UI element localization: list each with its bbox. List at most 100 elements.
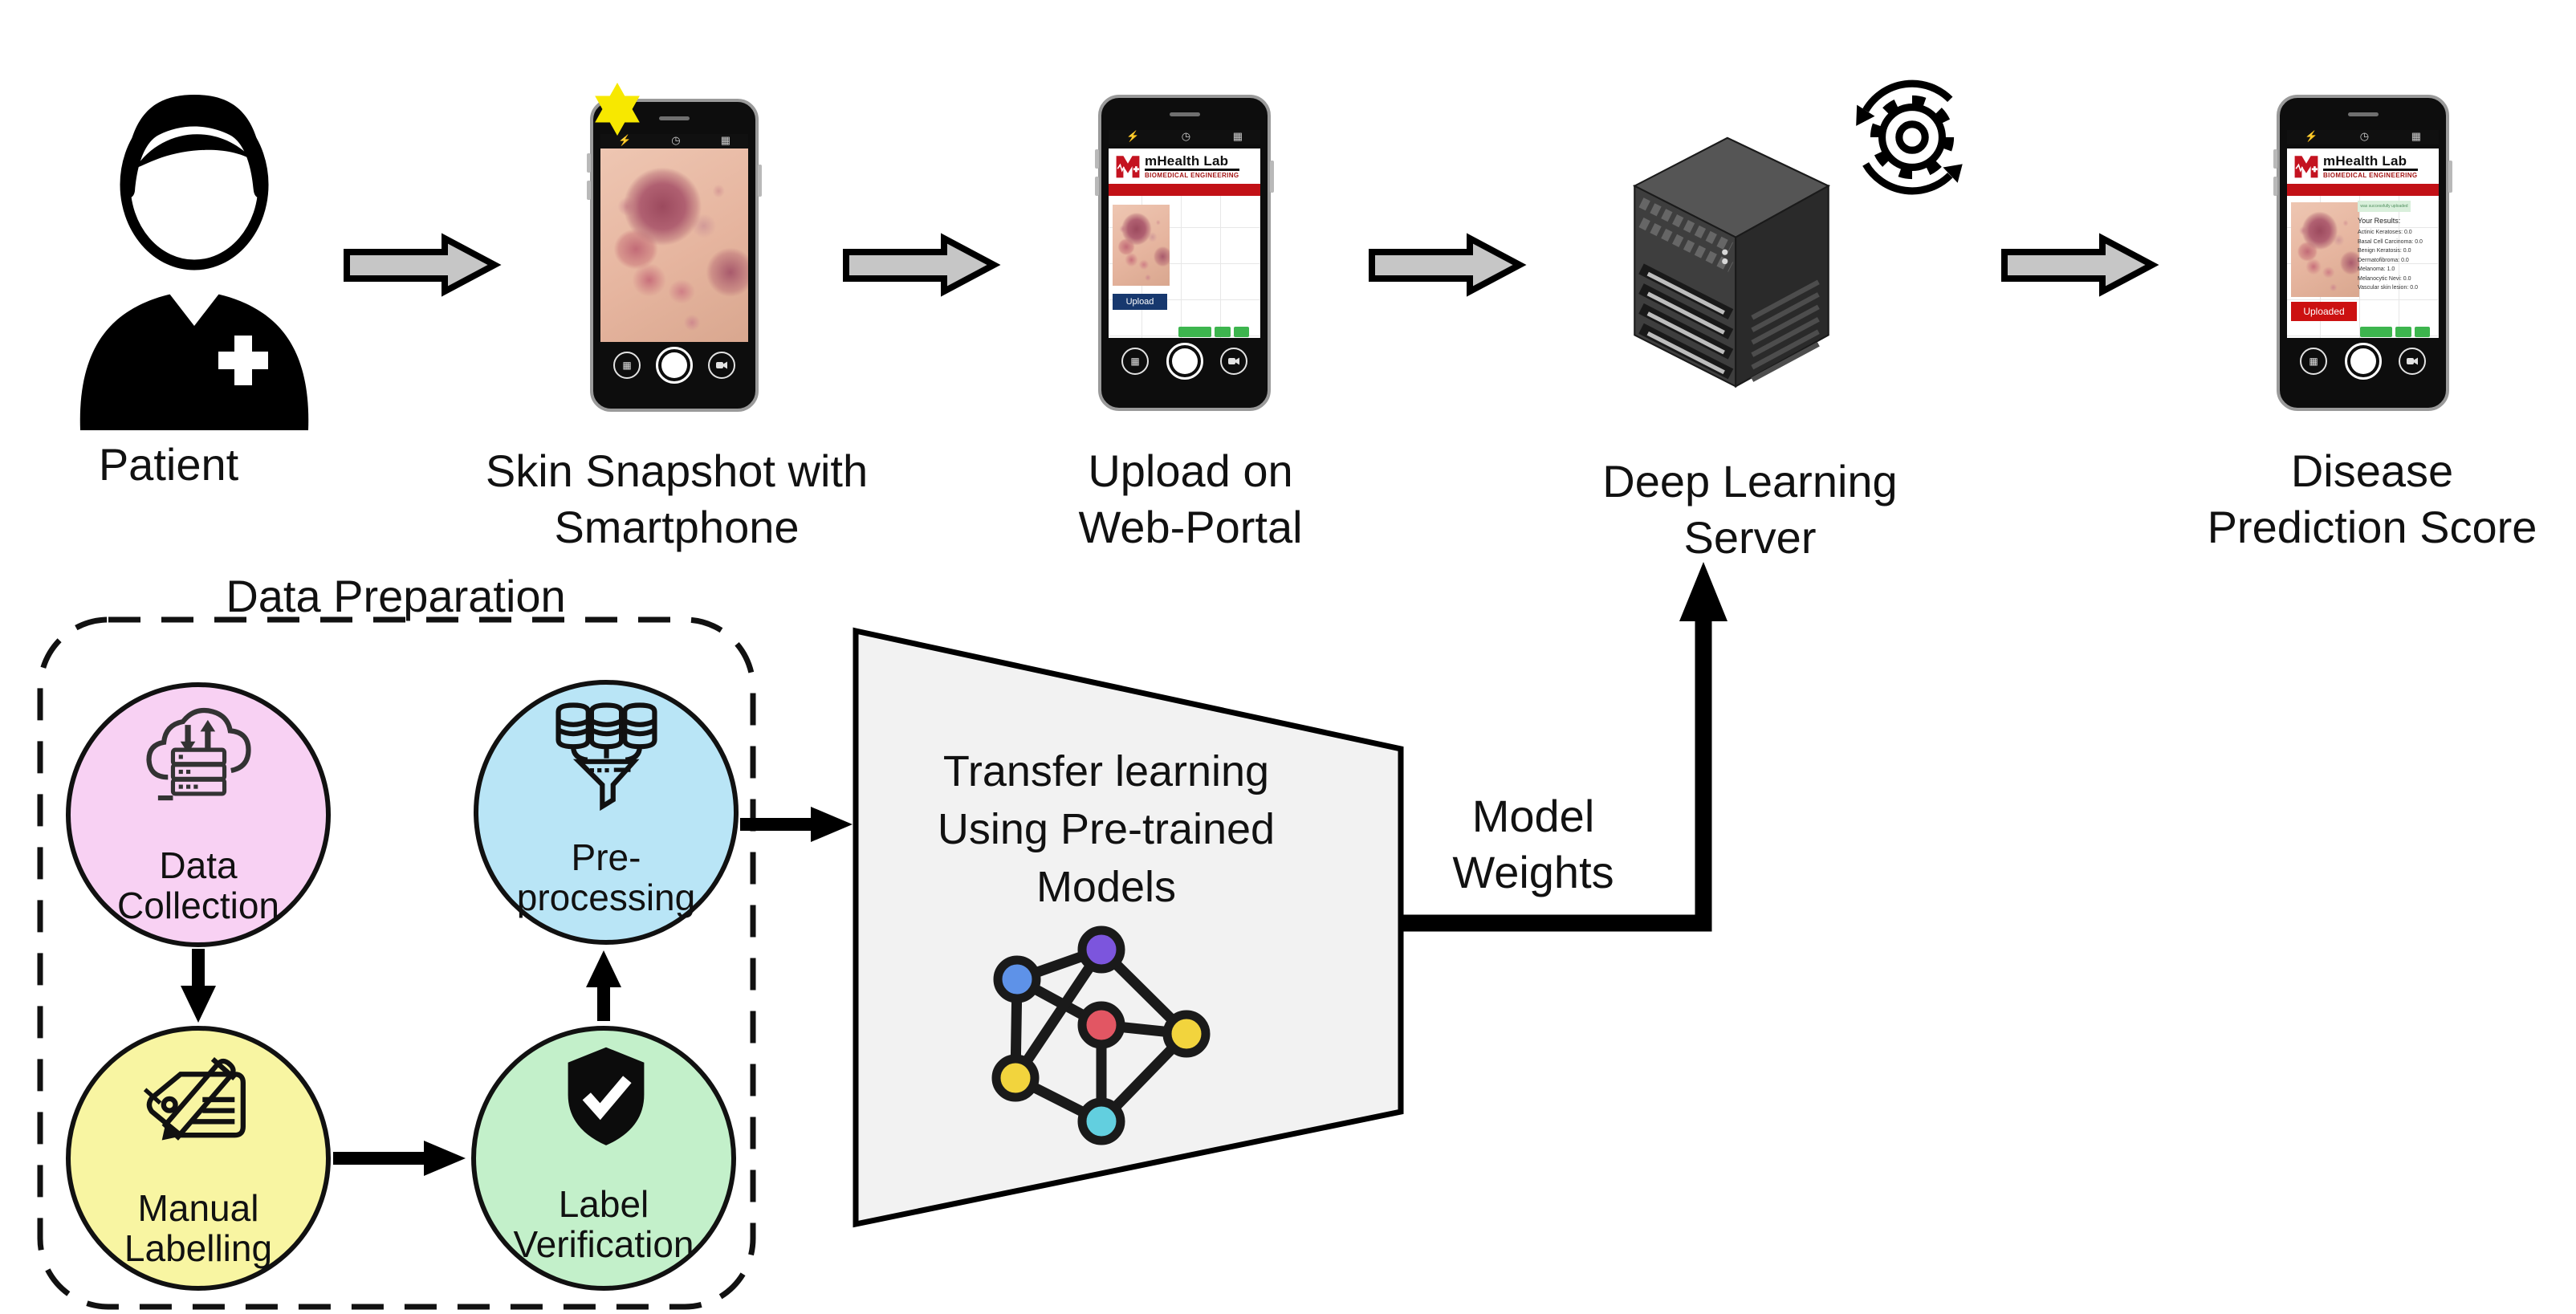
- training-trapezoid: [853, 627, 1404, 1228]
- grid-icon[interactable]: ▦: [720, 134, 730, 146]
- arrow-model-weights-to-server: [1401, 562, 1728, 932]
- preprocessing-label: Pre- processing: [516, 836, 696, 918]
- uploaded-skin-thumbnail: [2291, 202, 2359, 297]
- snapshot-label: Skin Snapshot with Smartphone: [485, 445, 869, 552]
- arrow-labelling-to-verification: [333, 1141, 466, 1176]
- result-row: Benign Keratosis: 0.0: [2358, 248, 2411, 254]
- data-preparation-title: Data Preparation: [226, 571, 566, 621]
- mhealth-header: mHealth Lab BIOMEDICAL ENGINEERING: [2287, 148, 2439, 184]
- result-row: Melanoma: 1.0: [2358, 266, 2395, 272]
- mhealth-logo-subtitle: BIOMEDICAL ENGINEERING: [2323, 172, 2418, 179]
- phone-volume-button: [587, 153, 591, 173]
- data-preparation-box: [37, 616, 756, 1310]
- uploaded-skin-thumbnail: [1113, 205, 1170, 286]
- shield-check-icon: [568, 1047, 645, 1145]
- action-button[interactable]: [2360, 327, 2392, 337]
- timer-icon[interactable]: ◷: [2359, 130, 2370, 142]
- arrow-verification-to-preprocessing: [586, 950, 621, 1021]
- flow-arrow-1: [344, 233, 502, 297]
- timer-icon[interactable]: ◷: [671, 134, 681, 146]
- gallery-button[interactable]: ▦: [613, 352, 641, 379]
- manual-labelling-label: Manual Labelling: [124, 1187, 273, 1269]
- results-panel: Your Results: Actinic Keratoses: 0.0 Bas…: [2358, 217, 2443, 293]
- shutter-button[interactable]: [656, 347, 693, 384]
- mhealth-header: mHealth Lab BIOMEDICAL ENGINEERING: [1109, 148, 1260, 184]
- mhealth-logo-icon: [2294, 156, 2318, 178]
- camera-controls: ▦: [2287, 338, 2439, 384]
- phone-power-button: [758, 165, 762, 197]
- camera-top-bar: ⚡ ◷ ▦: [1109, 130, 1260, 144]
- mhealth-logo-title: mHealth Lab: [2323, 153, 2418, 171]
- uploaded-button[interactable]: Uploaded: [2291, 302, 2357, 321]
- tag-pencil-icon: [143, 1057, 246, 1141]
- phone-skin-snapshot: ⚡ ◷ ▦ ▦: [587, 99, 762, 412]
- action-button[interactable]: [1178, 327, 1211, 337]
- results-title: Your Results:: [2358, 217, 2401, 225]
- video-button[interactable]: [708, 352, 735, 379]
- patient-label: Patient: [98, 439, 239, 490]
- header-red-banner: [1109, 184, 1260, 196]
- arrow-collection-to-labelling: [181, 949, 216, 1023]
- flow-arrow-4: [2001, 233, 2159, 297]
- training-box-label: Transfer learning Using Pre-trained Mode…: [937, 747, 1276, 911]
- phone-speaker: [1169, 112, 1200, 116]
- grid-icon[interactable]: ▦: [1232, 130, 1243, 142]
- neural-network-icon: [991, 925, 1211, 1145]
- action-button[interactable]: [2415, 327, 2430, 337]
- camera-controls: ▦: [1109, 338, 1260, 384]
- camera-top-bar: ⚡ ◷ ▦: [600, 134, 748, 148]
- flow-arrow-3: [1369, 233, 1527, 297]
- gallery-button[interactable]: ▦: [1121, 348, 1149, 375]
- data-collection-label: Data Collection: [117, 844, 279, 926]
- upload-label: Upload on Web-Portal: [1078, 445, 1303, 552]
- phone-speaker: [659, 116, 690, 120]
- database-funnel-icon: [555, 702, 657, 812]
- result-row: Vascular skin lesion: 0.0: [2358, 285, 2418, 291]
- gallery-grid-icon: ▦: [622, 360, 632, 371]
- patient-icon: [79, 95, 309, 430]
- action-button[interactable]: [1215, 327, 1231, 337]
- phone-prediction: ⚡ ◷ ▦ mHealth Lab BIOMEDICAL ENGINEERING…: [2273, 95, 2452, 411]
- skin-lesion-photo: [600, 148, 748, 342]
- flash-icon[interactable]: ⚡: [1126, 130, 1140, 142]
- action-button[interactable]: [1234, 327, 1249, 337]
- model-weights-label: Model Weights: [1452, 791, 1614, 897]
- node-manual-labelling: [66, 1026, 331, 1291]
- video-camera-icon: [2406, 357, 2418, 365]
- result-row: Actinic Keratoses: 0.0: [2358, 230, 2412, 235]
- prediction-label: Disease Prediction Score: [2207, 445, 2537, 552]
- mhealth-logo-icon: [1116, 156, 1140, 178]
- phone-volume-button: [2273, 149, 2277, 169]
- star-icon: [595, 83, 640, 136]
- processing-gear-sync-icon: [1856, 79, 1963, 195]
- camera-controls: ▦: [600, 342, 748, 389]
- camera-top-bar: ⚡ ◷ ▦: [2287, 130, 2439, 144]
- video-button[interactable]: [2399, 348, 2426, 375]
- timer-icon[interactable]: ◷: [1181, 130, 1191, 142]
- phone-volume-button: [1095, 177, 1099, 196]
- phone-volume-button: [2273, 177, 2277, 196]
- video-button[interactable]: [1220, 348, 1247, 375]
- upload-success-banner: was successfully uploaded: [2358, 201, 2411, 212]
- shutter-button[interactable]: [1166, 343, 1203, 380]
- flash-icon[interactable]: ⚡: [618, 134, 632, 146]
- gallery-button[interactable]: ▦: [2300, 348, 2327, 375]
- server-icon: [1632, 136, 1831, 389]
- action-button[interactable]: [2395, 327, 2411, 337]
- result-row: Dermatofibroma: 0.0: [2358, 257, 2409, 263]
- flash-icon[interactable]: ⚡: [2305, 130, 2318, 142]
- video-camera-icon: [715, 361, 727, 369]
- phone-speaker: [2347, 112, 2379, 116]
- mhealth-logo-subtitle: BIOMEDICAL ENGINEERING: [1145, 172, 1239, 179]
- shutter-button[interactable]: [2344, 343, 2382, 380]
- upload-button[interactable]: Upload: [1113, 294, 1167, 310]
- node-data-collection: [66, 682, 331, 947]
- server-label: Deep Learning Server: [1602, 456, 1898, 563]
- grid-icon[interactable]: ▦: [2411, 130, 2421, 142]
- label-verification-label: Label Verification: [513, 1183, 694, 1265]
- arrow-preprocessing-to-training: [740, 807, 853, 842]
- cloud-data-icon: [146, 707, 251, 801]
- result-row: Basal Cell Carcinoma: 0.0: [2358, 238, 2423, 245]
